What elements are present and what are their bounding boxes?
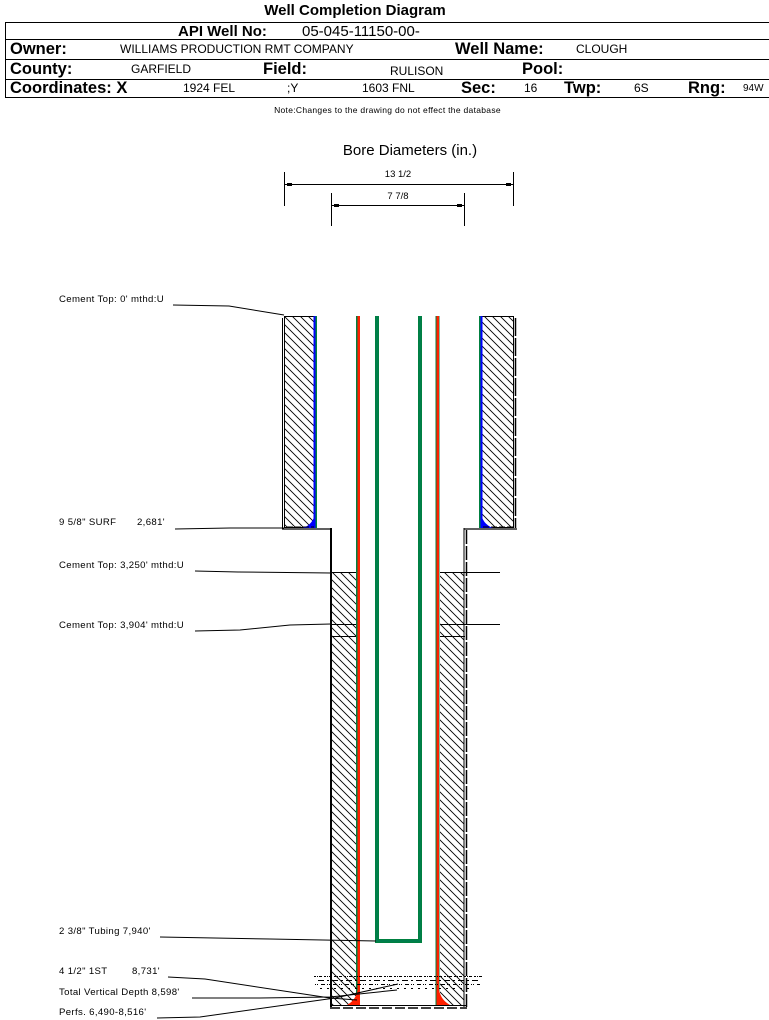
label-surface-casing-name: 9 5/8" SURF — [59, 517, 116, 528]
leader-total-vertical-depth — [192, 989, 398, 999]
label-tubing: 2 3/8" Tubing 7,940' — [59, 926, 151, 937]
header-row-divider — [5, 79, 769, 80]
casing-shoe-right — [439, 990, 450, 1005]
field-value: RULISON — [390, 64, 444, 78]
label-cement-top-surface: Cement Top: 0' mthd:U — [59, 294, 164, 305]
label-cement-top-2: Cement Top: 3,904' mthd:U — [59, 620, 184, 631]
county-label: County: — [10, 60, 73, 78]
coordinate-y-value: 1603 FNL — [362, 81, 415, 95]
coordinate-y-label: ;Y — [287, 81, 299, 95]
page-title: Well Completion Diagram — [264, 2, 446, 19]
production-casing-left — [357, 316, 360, 1006]
casing-shoe-left — [347, 990, 358, 1005]
header-row-divider — [5, 59, 769, 60]
coordinates-label: Coordinates: X — [10, 79, 128, 97]
outer-bore-dimension: 13 1/2 — [284, 169, 514, 206]
section-value: 16 — [524, 81, 538, 95]
label-production-casing-name: 4 1/2" 1ST — [59, 966, 108, 977]
leader-cement-top-surface — [172, 304, 285, 316]
field-label: Field: — [263, 60, 307, 78]
api-well-no-value: 05-045-11150-00- — [302, 23, 420, 40]
production-casing-right — [436, 316, 439, 1006]
header-table — [5, 22, 769, 98]
pool-label: Pool: — [522, 60, 564, 78]
surface-casing-green-edge-right — [479, 316, 481, 528]
outer-bore-label: 13 1/2 — [385, 169, 411, 180]
surface-casing-edge-right — [480, 316, 483, 528]
surface-shoe-left — [303, 511, 316, 528]
section-label: Sec: — [461, 79, 496, 97]
coordinate-x-value: 1924 FEL — [183, 81, 236, 95]
surface-casing-edge-left — [313, 316, 316, 528]
leader-production-casing — [167, 976, 358, 1001]
leader-cement-top-2 — [194, 623, 332, 632]
township-label: Twp: — [564, 79, 602, 97]
surface-cement-left — [282, 316, 317, 528]
leader-cement-top-1 — [194, 570, 332, 574]
label-surface-casing-depth: 2,681' — [137, 517, 165, 528]
perforations — [314, 976, 482, 989]
surface-shoe-right — [480, 511, 493, 528]
label-production-casing-depth: 8,731' — [132, 966, 160, 977]
owner-label: Owner: — [10, 40, 67, 58]
bore-diameters-title: Bore Diameters (in.) — [343, 142, 477, 159]
owner-value: WILLIAMS PRODUCTION RMT COMPANY — [120, 42, 354, 56]
well-name-value: CLOUGH — [576, 42, 628, 56]
leader-perfs — [156, 983, 399, 1019]
range-value: 94W — [743, 83, 764, 94]
arrowhead-right — [457, 204, 462, 207]
arrowhead-left — [287, 183, 292, 186]
surface-cement-right — [479, 316, 517, 528]
arrowhead-right — [506, 183, 511, 186]
inner-bore-label: 7 7/8 — [387, 191, 408, 202]
well-name-label: Well Name: — [455, 40, 544, 58]
tubing — [375, 316, 422, 943]
database-note: Note:Changes to the drawing do not effec… — [274, 105, 501, 115]
county-value: GARFIELD — [131, 62, 192, 76]
production-cement-left — [332, 572, 356, 1005]
api-well-no-label: API Well No: — [178, 23, 267, 40]
surface-casing-green-edge-left — [315, 316, 317, 528]
leader-tubing — [159, 936, 377, 942]
arrowhead-left — [334, 204, 339, 207]
header-row-divider — [5, 39, 769, 40]
label-cement-top-1: Cement Top: 3,250' mthd:U — [59, 560, 184, 571]
leader-surface-casing — [174, 527, 284, 530]
label-total-vertical-depth: Total Vertical Depth 8,598' — [59, 987, 180, 998]
label-perfs: Perfs. 6,490-8,516' — [59, 1007, 146, 1018]
range-label: Rng: — [688, 79, 726, 97]
inner-bore-dimension: 7 7/8 — [331, 191, 465, 226]
production-cement-right — [440, 572, 464, 1005]
township-value: 6S — [634, 81, 649, 95]
